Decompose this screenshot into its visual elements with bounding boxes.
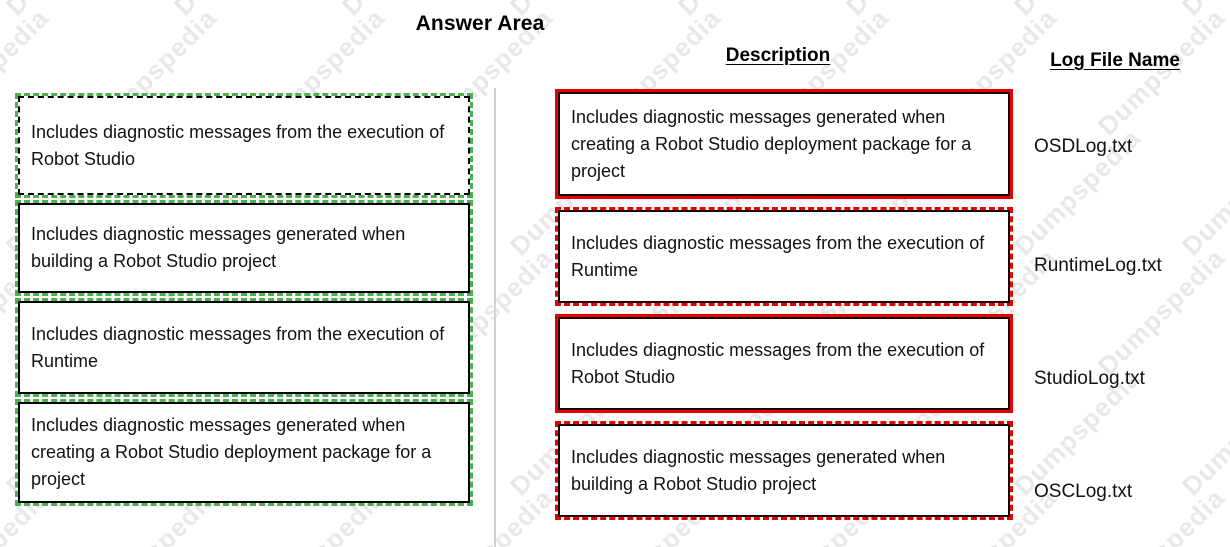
column-header-description: Description (725, 45, 831, 66)
watermark-text: Dumpspedia (1176, 0, 1230, 22)
answer-drop-box-label: Includes diagnostic messages generated w… (31, 415, 432, 489)
answer-drop-box[interactable]: Includes diagnostic messages from the ex… (15, 298, 473, 397)
description-box-label: Includes diagnostic messages from the ex… (571, 232, 985, 280)
answer-drop-box[interactable]: Includes diagnostic messages from the ex… (15, 93, 473, 198)
watermark-text: Dumpspedia (1008, 0, 1147, 22)
description-box[interactable]: Includes diagnostic messages generated w… (555, 421, 1013, 520)
answer-drop-box-label: Includes diagnostic messages generated w… (31, 224, 406, 271)
answer-drop-box-label: Includes diagnostic messages from the ex… (31, 323, 445, 371)
log-file-name-cell: OSDLog.txt (1034, 136, 1133, 157)
description-box[interactable]: Includes diagnostic messages from the ex… (555, 314, 1013, 413)
answer-drop-box[interactable]: Includes diagnostic messages generated w… (15, 399, 473, 506)
log-file-name-cell: OSCLog.txt (1034, 480, 1133, 502)
description-box-label: Includes diagnostic messages generated w… (571, 446, 946, 494)
column-divider (494, 88, 496, 547)
description-column: Includes diagnostic messages generated w… (555, 89, 1013, 531)
column-header-log-file-name: Log File Name (1050, 50, 1180, 71)
description-box[interactable]: Includes diagnostic messages generated w… (555, 89, 1013, 199)
log-file-name-cell: RuntimeLog.txt (1034, 254, 1162, 276)
answer-drop-box[interactable]: Includes diagnostic messages generated w… (15, 200, 473, 296)
description-box[interactable]: Includes diagnostic messages from the ex… (555, 207, 1013, 306)
answer-area-column: Includes diagnostic messages from the ex… (15, 93, 473, 511)
log-file-name-cell: StudioLog.txt (1034, 367, 1145, 389)
page-title: Answer Area (415, 12, 545, 35)
answer-drop-box-label: Includes diagnostic messages from the ex… (31, 121, 445, 169)
description-box-label: Includes diagnostic messages generated w… (571, 106, 972, 181)
description-box-label: Includes diagnostic messages from the ex… (571, 339, 985, 387)
